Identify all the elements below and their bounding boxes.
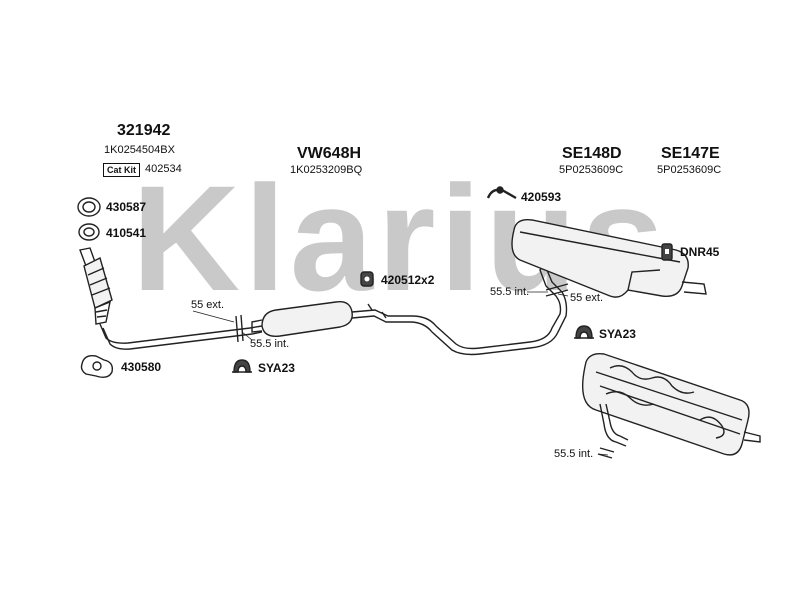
fitting-flange-gasket: 430580 bbox=[121, 360, 162, 374]
dnr-mount-icon bbox=[661, 243, 673, 261]
flange-gasket-icon bbox=[80, 354, 114, 379]
fitting-seal-ring: 410541 bbox=[106, 226, 147, 240]
seal-ring-icon bbox=[78, 223, 100, 241]
dimension-int-left: 55.5 int. bbox=[250, 338, 290, 350]
hanger-top-icon bbox=[486, 186, 517, 200]
fitting-hanger-top: 420593 bbox=[521, 190, 562, 204]
joint-ticks-bottom-icon bbox=[597, 447, 615, 459]
assembly-oem-321942: 1K0254504BX bbox=[104, 144, 175, 156]
assembly-code-321942: 321942 bbox=[117, 122, 171, 139]
clamp-right-icon bbox=[574, 325, 594, 339]
gasket-ring-icon bbox=[77, 197, 101, 217]
alternative-silencer-icon bbox=[582, 352, 761, 456]
catkit-number: 402534 bbox=[145, 163, 182, 175]
clamp-left-icon bbox=[232, 359, 252, 373]
fitting-clamp-right: SYA23 bbox=[599, 327, 636, 341]
rear-pipe-icon bbox=[529, 251, 562, 343]
rear-silencer-icon bbox=[511, 219, 707, 298]
dimension-ext-left: 55 ext. bbox=[191, 299, 225, 311]
assembly-oem-se147e: 5P0253609C bbox=[657, 164, 722, 176]
dimension-ext-mid: 55 ext. bbox=[570, 292, 604, 304]
dimension-int-mid: 55.5 int. bbox=[490, 286, 530, 298]
fitting-rubber-mount: 420512x2 bbox=[381, 273, 435, 287]
dimension-int-bottom: 55.5 int. bbox=[554, 448, 594, 460]
joint-ticks-left-icon bbox=[235, 314, 244, 343]
joint-ticks-mid-icon bbox=[545, 283, 569, 297]
front-pipe-icon bbox=[99, 323, 263, 344]
assembly-code-se147e: SE147E bbox=[661, 145, 720, 162]
assembly-code-vw648h: VW648H bbox=[297, 145, 362, 162]
rubber-mount-icon bbox=[360, 271, 374, 287]
assembly-code-se148d: SE148D bbox=[562, 145, 622, 162]
assembly-oem-vw648h: 1K0253209BQ bbox=[290, 164, 363, 176]
fitting-dnr: DNR45 bbox=[680, 245, 720, 259]
centre-silencer-icon bbox=[251, 301, 531, 356]
catalytic-converter-icon bbox=[79, 247, 113, 325]
fitting-clamp-left: SYA23 bbox=[258, 361, 295, 375]
catkit-badge: Cat Kit bbox=[103, 163, 140, 177]
fitting-gasket-ring: 430587 bbox=[106, 200, 147, 214]
assembly-oem-se148d: 5P0253609C bbox=[559, 164, 624, 176]
